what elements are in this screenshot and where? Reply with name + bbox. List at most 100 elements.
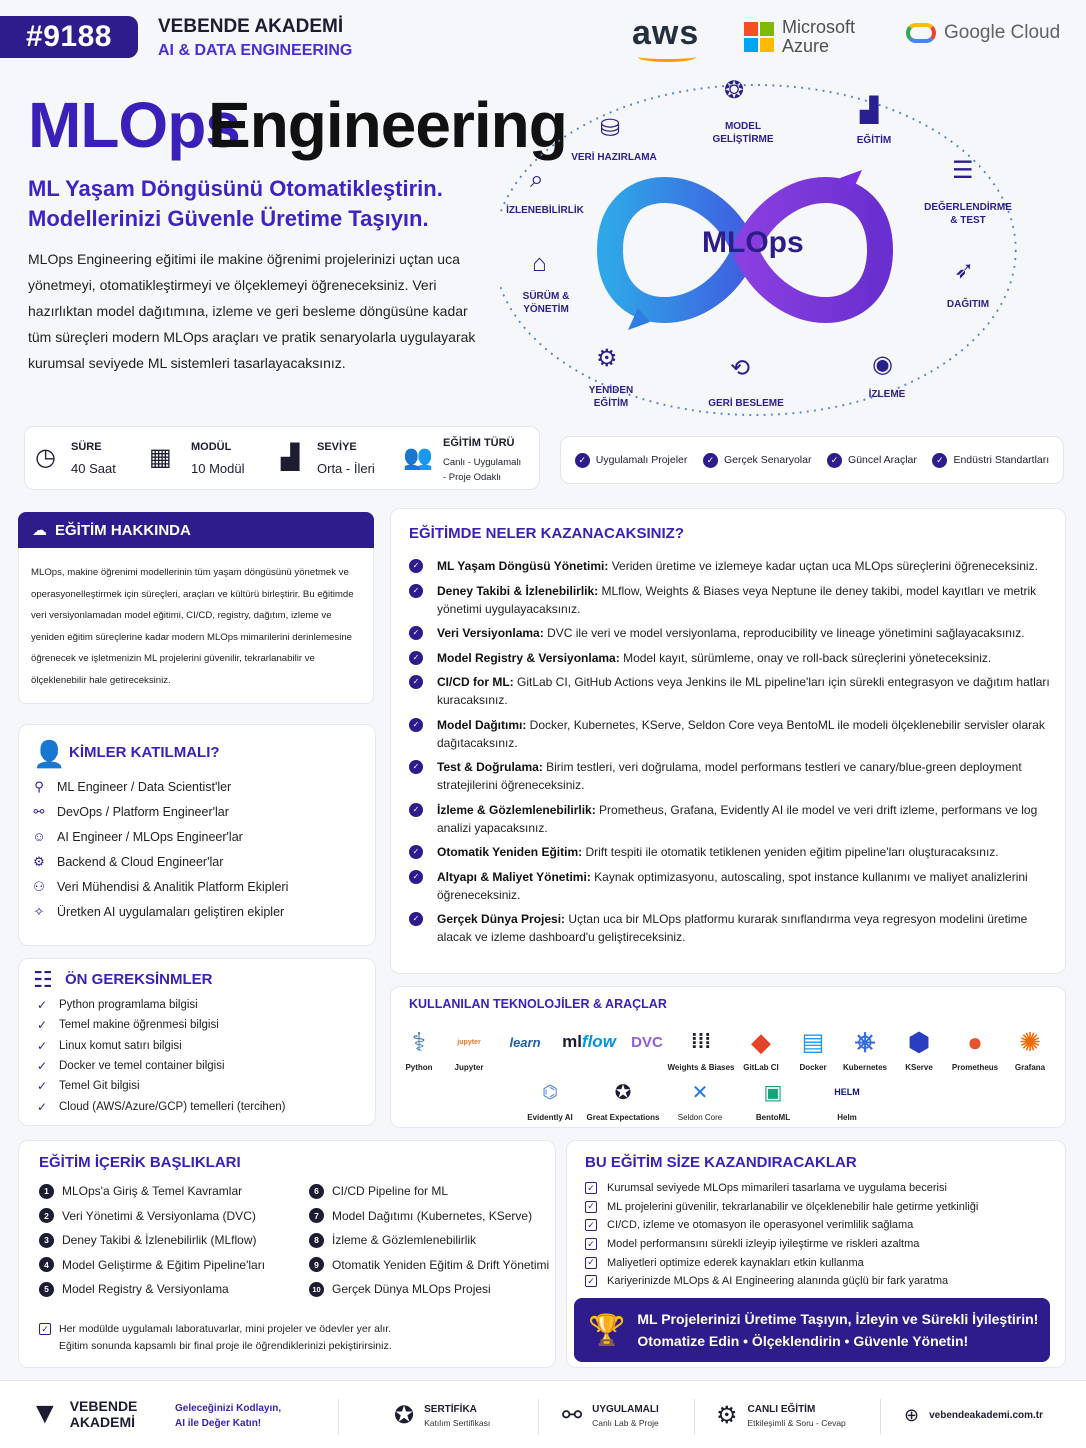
infinity-right-loop xyxy=(733,177,894,323)
tag-icon: ⌂ xyxy=(532,250,547,277)
check-icon: ✓ xyxy=(574,452,590,468)
subtitle-line-2: Modellerinizi Güvenle Üretime Taşıyın. xyxy=(28,206,429,231)
list-item: ✓Kariyerinizde MLOps & AI Engineering al… xyxy=(585,1272,978,1291)
robot-icon: ☺ xyxy=(32,829,46,844)
title-mlops: MLOps xyxy=(28,89,241,161)
list-item: ✓Test & Doğrulama: Birim testleri, veri … xyxy=(409,758,1061,794)
node-icon: ⚲ xyxy=(34,778,44,794)
dvc-icon: DVC xyxy=(631,1033,663,1051)
stage-egitim: EĞİTİM xyxy=(856,135,892,146)
jupyter-icon: jupyter xyxy=(457,1038,481,1046)
list-item: ✓Model Registry & Versiyonlama: Model ka… xyxy=(409,649,1061,667)
modules-note: ✓ Her modülde uygulamalı laboratuvarlar,… xyxy=(39,1321,392,1355)
list-item: ✓Temel Git bilgisi xyxy=(37,1079,140,1094)
checkbox-icon: ✓ xyxy=(585,1275,597,1288)
python-icon: ⚕ xyxy=(411,1026,427,1057)
stat-sure-value: 40 Saat xyxy=(71,461,116,476)
list-item: ⚇Veri Mühendisi & Analitik Platform Ekip… xyxy=(31,874,288,899)
benefits-list: ✓Kurumsal seviyede MLOps mimarileri tasa… xyxy=(585,1179,978,1291)
wandb-icon: ⁞⁞⁞ xyxy=(691,1030,711,1053)
stat-tur-value-2: - Proje Odaklı xyxy=(443,472,502,483)
stat-seviye-value: Orta - İleri xyxy=(317,461,375,476)
website-link[interactable]: vebendeakademi.com.tr xyxy=(929,1410,1044,1421)
banner-line-2: Otomatize Edin • Ölçeklendirin • Güvenle… xyxy=(637,1333,969,1349)
tool-gitlab: ◆GitLab CI xyxy=(743,1026,779,1073)
list-item: ✓Deney Takibi & İzlenebilirlik: MLflow, … xyxy=(409,582,1061,618)
stat-tur-label: EĞİTİM TÜRÜ xyxy=(443,437,515,449)
cycle-center-label: MLOps xyxy=(702,226,804,259)
academy-subtitle: AI & DATA ENGINEERING xyxy=(158,42,353,59)
tool-evidently: ⌬Evidently AI xyxy=(518,1075,582,1123)
people-icon: 👥 xyxy=(403,444,433,471)
footer-website[interactable]: ⊕ vebendeakademi.com.tr xyxy=(904,1405,1043,1426)
list-item: ☺AI Engineer / MLOps Engineer'lar xyxy=(32,829,243,844)
gear-icon: ⚙ xyxy=(716,1402,738,1429)
check-icon: ✓ xyxy=(37,1059,48,1074)
list-item: ✓İzleme & Gözlemlenebilirlik: Prometheus… xyxy=(409,801,1061,837)
checkbox-icon: ✓ xyxy=(585,1182,597,1195)
checkbox-icon: ✓ xyxy=(39,1323,51,1335)
tool-docker: ▤Docker xyxy=(781,1025,845,1073)
docker-icon: ▤ xyxy=(801,1028,825,1056)
banner-line-1: ML Projelerinizi Üretime Taşıyın, İzleyi… xyxy=(637,1311,1039,1327)
list-item: ✓ML projelerini güvenilir, tekrarlanabil… xyxy=(585,1198,978,1217)
cloud-icon: ☁ xyxy=(32,522,47,539)
footer-brand: ▼ VEBENDE AKADEMİ xyxy=(30,1397,138,1430)
grafana-icon: ✺ xyxy=(1019,1026,1041,1057)
refresh-icon: ⟲ xyxy=(730,355,751,382)
azure-text: Azure xyxy=(782,36,830,56)
globe-icon: ⊕ xyxy=(904,1405,920,1425)
about-header: ☁ EĞİTİM HAKKINDA xyxy=(18,512,374,548)
loop-arrow-icon xyxy=(840,170,862,192)
tool-grafana: ✺Grafana xyxy=(1014,1026,1046,1073)
modules-title: EĞİTİM İÇERİK BAŞLIKLARI xyxy=(39,1154,241,1171)
check-icon: ✓ xyxy=(37,1038,48,1053)
list-item: ✓Maliyetleri optimize ederek kaynakları … xyxy=(585,1253,978,1272)
prereq-card: ☷ ÖN GEREKSİNMLER ✓Python programlama bi… xyxy=(18,958,376,1126)
tool-kserve: ⬢KServe xyxy=(905,1026,933,1073)
list-item: ⚙Backend & Cloud Engineer'lar xyxy=(31,849,288,874)
list-item: ✓Model Dağıtımı: Docker, Kubernetes, KSe… xyxy=(409,716,1061,752)
eye-icon: ◉ xyxy=(872,351,893,378)
list-item: ✓CI/CD for ML: GitLab CI, GitHub Actions… xyxy=(409,673,1061,709)
footer-slogan: Geleceğinizi Kodlayın, AI ile Değer Katı… xyxy=(175,1403,282,1429)
aws-smile-icon xyxy=(638,52,696,62)
list-item: ✓Otomatik Yeniden Eğitim: Drift tespiti … xyxy=(409,843,1061,861)
stat-seviye-label: SEVİYE xyxy=(317,441,357,453)
academy-name: VEBENDE AKADEMİ xyxy=(158,16,344,37)
list-item: ✓CI/CD, izleme ve otomasyon ile operasyo… xyxy=(585,1216,978,1235)
team-icon: ⚇ xyxy=(33,878,45,894)
who-list: ⚲ML Engineer / Data Scientist'ler ⚯DevOp… xyxy=(31,774,288,924)
feature-chips: ✓Uygulamalı Projeler ✓Gerçek Senaryolar … xyxy=(560,436,1064,484)
footer: ▼ VEBENDE AKADEMİ Geleceğinizi Kodlayın,… xyxy=(0,1380,1086,1448)
certificate-icon: ✪ xyxy=(394,1402,415,1429)
title-engineering: Engineering xyxy=(208,89,568,161)
who-title: KİMLER KATILMALI? xyxy=(69,744,220,761)
tool-sklearn: learn xyxy=(493,1025,557,1059)
check-icon: ✓ xyxy=(37,1018,48,1033)
prereq-list: ✓Python programlama bilgisi ✓Temel makin… xyxy=(37,995,285,1117)
google-cloud-logo: Google Cloud xyxy=(906,22,1060,44)
checkbox-icon: ✓ xyxy=(585,1219,597,1232)
network-icon: ⚯ xyxy=(562,1402,583,1429)
list-item: ✓Kurumsal seviyede MLOps mimarileri tasa… xyxy=(585,1179,978,1198)
check-icon: ✓ xyxy=(409,869,423,884)
stage-veri: VERİ HAZIRLAMA xyxy=(571,152,657,163)
clock-icon: ◷ xyxy=(35,444,56,471)
list-item: ✓Altyapı & Maliyet Yönetimi: Kaynak opti… xyxy=(409,868,1061,904)
tool-bentoml: ▣BentoML xyxy=(741,1075,805,1123)
tool-prometheus: ●Prometheus xyxy=(951,1026,999,1073)
checklist-icon: ☰ xyxy=(952,157,974,184)
tool-wandb: ⁞⁞⁞Weights & Biases xyxy=(668,1025,735,1073)
check-icon: ✓ xyxy=(409,583,423,598)
